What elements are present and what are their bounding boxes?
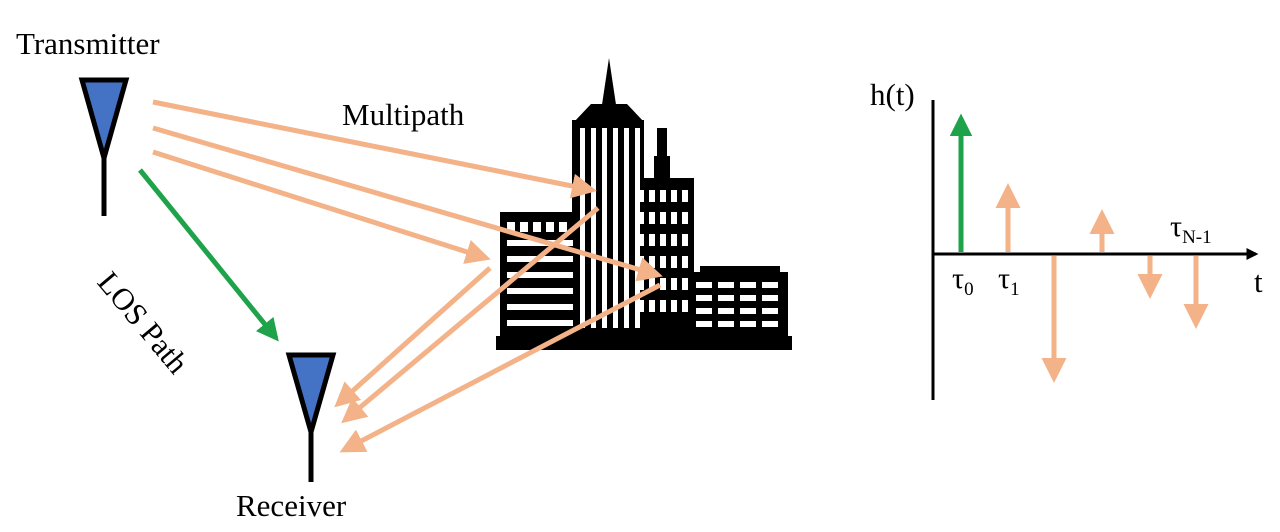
transmitter-label: Transmitter (16, 26, 160, 61)
tau1-label: τ1 (998, 262, 1020, 300)
y-axis-label: h(t) (870, 77, 915, 112)
multipath-ray-4 (334, 266, 492, 408)
tauN-label: τN-1 (1170, 210, 1212, 248)
multipath-ray-5 (341, 206, 600, 424)
impulse-response-axes (931, 100, 1259, 400)
los-ray (138, 168, 279, 342)
receiver-antenna-icon (285, 352, 337, 482)
building-icon (496, 58, 792, 350)
receiver-label: Receiver (236, 488, 347, 523)
multipath-ray-3 (152, 149, 491, 264)
multipath-ray-2 (152, 125, 663, 282)
tau0-label: τ0 (952, 262, 974, 300)
multipath-rays (152, 99, 663, 453)
x-axis-label: t (1254, 264, 1263, 299)
impulse-taps (949, 113, 1209, 383)
multipath-ray-6 (339, 282, 662, 453)
transmitter-antenna-icon (78, 77, 130, 216)
multipath-label: Multipath (342, 97, 465, 132)
multipath-ray-1 (152, 99, 597, 199)
